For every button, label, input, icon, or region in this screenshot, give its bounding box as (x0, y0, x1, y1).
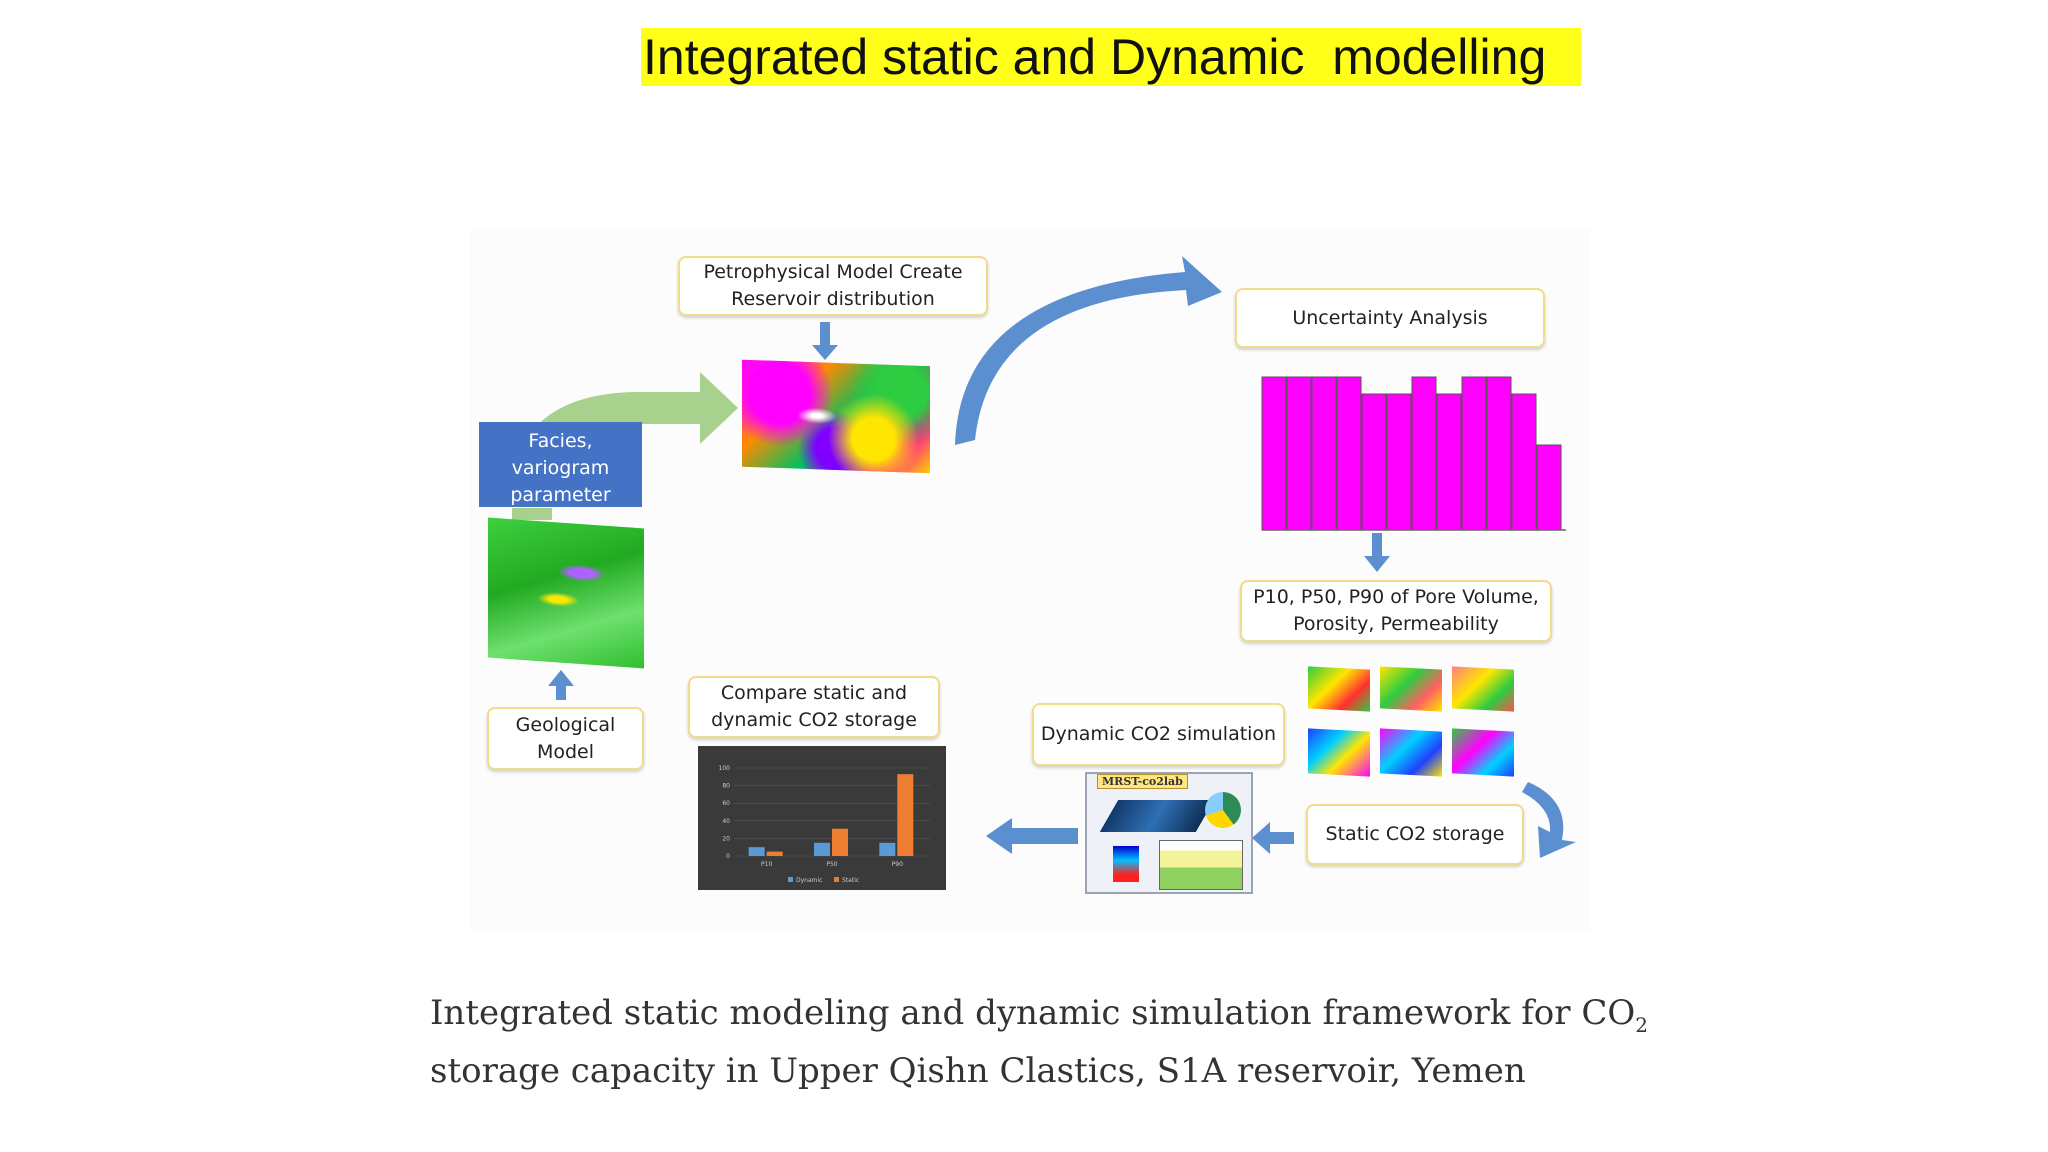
connector-bar (512, 508, 552, 520)
arrow-left-static (1252, 822, 1294, 854)
compare-storage-box: Compare static and dynamic CO2 storage (688, 676, 940, 738)
histogram-bar (1311, 376, 1337, 531)
inset-ytick-label: 20 (722, 835, 730, 842)
mrst-capacity-plot (1159, 840, 1243, 890)
inset-bar-static (832, 828, 848, 856)
uncertainty-histogram (1261, 376, 1562, 531)
histogram-bar (1511, 393, 1537, 531)
histogram-bar (1361, 393, 1387, 531)
histogram-bar (1261, 376, 1287, 531)
arrow-up-geo (548, 670, 574, 700)
inset-legend-swatch (834, 877, 839, 882)
thumbnail-map-6 (1452, 728, 1514, 777)
inset-bar-dynamic (814, 842, 830, 856)
mrst-logo-label: MRST-co2lab (1097, 774, 1188, 789)
static-storage-box: Static CO2 storage (1306, 804, 1524, 865)
dynamic-simulation-box: Dynamic CO2 simulation (1032, 703, 1285, 766)
thumbnail-map-1 (1308, 666, 1370, 712)
arrow-left-dynamic (986, 818, 1078, 854)
inset-ytick-label: 40 (722, 818, 730, 825)
facies-variogram-box: Facies, variogram parameter (479, 422, 642, 507)
inset-legend-label: Static (842, 877, 859, 884)
geological-model-box: Geological Model (487, 707, 644, 770)
caption-subscript: 2 (1635, 1012, 1648, 1037)
histogram-bar (1461, 376, 1487, 531)
arrow-down-hist (1364, 533, 1390, 572)
histogram-bar (1386, 393, 1412, 531)
figure-caption: Integrated static modeling and dynamic s… (430, 990, 1670, 1094)
mrst-pie-icon (1205, 792, 1241, 828)
histogram-bar (1486, 376, 1512, 531)
inset-bar-static (897, 774, 914, 856)
curved-arrow-static (1522, 782, 1576, 858)
mrst-panel: MRST-co2lab (1085, 772, 1253, 894)
inset-category-label: P90 (892, 861, 903, 868)
arrow-down-petro (812, 322, 838, 360)
inset-bar-static (766, 851, 783, 856)
inset-category-label: P10 (761, 861, 772, 868)
inset-legend-label: Dynamic (796, 877, 822, 884)
histogram-bar (1536, 444, 1562, 531)
inset-bar-dynamic (879, 842, 896, 856)
mrst-plume-image (1113, 846, 1139, 882)
histogram-bar (1336, 376, 1362, 531)
caption-line-1: Integrated static modeling and dynamic s… (430, 993, 1636, 1033)
slide-title: Integrated static and Dynamic modelling (641, 28, 1581, 86)
thumbnail-map-2 (1380, 666, 1442, 712)
p-values-box: P10, P50, P90 of Pore Volume, Porosity, … (1240, 580, 1552, 642)
uncertainty-analysis-box: Uncertainty Analysis (1235, 288, 1545, 348)
inset-bar-dynamic (748, 847, 765, 856)
inset-ytick-label: 80 (722, 783, 730, 790)
petrophysical-map-image (742, 359, 930, 474)
histogram-bar (1436, 393, 1462, 531)
mrst-3d-model (1099, 800, 1215, 832)
inset-legend-swatch (788, 877, 793, 882)
petrophysical-model-box: Petrophysical Model Create Reservoir dis… (678, 256, 988, 316)
inset-ytick-label: 100 (719, 765, 731, 772)
histogram-bar (1411, 376, 1437, 531)
thumbnail-map-4 (1308, 728, 1370, 777)
thumbnail-map-3 (1452, 666, 1514, 712)
inset-ytick-label: 0 (726, 853, 730, 860)
inset-ytick-label: 60 (722, 800, 730, 807)
inset-category-label: P50 (826, 861, 837, 868)
caption-line-2: storage capacity in Upper Qishn Clastics… (430, 1050, 1526, 1091)
histogram-bar (1286, 376, 1312, 531)
thumbnail-map-5 (1380, 728, 1442, 777)
curved-arrow (955, 256, 1222, 445)
geological-map-image (488, 517, 644, 669)
